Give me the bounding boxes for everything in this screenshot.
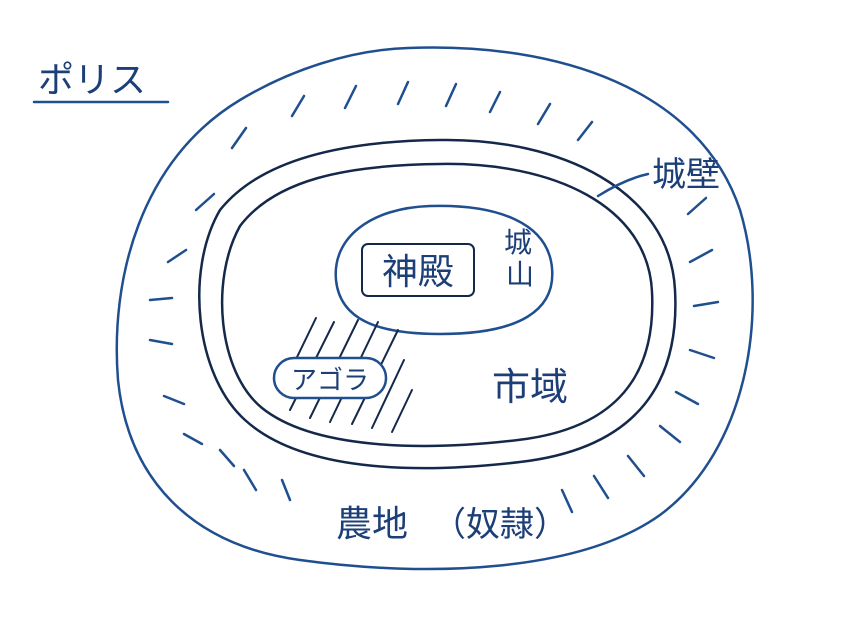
farmland-label: 農地 [336,504,408,545]
acropolis-label-top: 城 [504,226,532,259]
agora-label: アゴラ [291,366,369,396]
farm-hatch-10 [166,248,188,264]
farm-hatch-02 [343,84,358,110]
farm-hatch-01 [290,94,306,118]
farm-hatch-15 [218,448,236,468]
farm-hatch-09 [194,192,216,212]
farm-hatch-12 [148,338,174,346]
farm-hatch-03 [396,80,410,106]
farm-hatch-20 [692,300,720,308]
slaves-label: （奴隷） [432,505,568,545]
agora-hatch-6 [371,359,405,429]
temple-label: 神殿 [382,252,454,293]
farm-hatch-16 [242,468,258,492]
farm-hatch-18 [686,196,708,216]
diagram-title: ポリス [38,60,146,101]
farm-hatch-26 [560,488,574,514]
farm-hatch-11 [148,296,174,302]
acropolis-outline [334,204,554,336]
farm-hatch-08 [230,126,248,150]
farm-hatch-19 [688,248,714,264]
city-label: 市域 [492,365,568,409]
temple-box [361,243,475,297]
acropolis-label-bottom: 山 [506,258,534,291]
city-wall-inner-ring [220,162,654,448]
farm-hatch-06 [536,102,552,126]
city-wall-outer-ring [198,138,677,470]
farm-hatch-05 [488,90,502,114]
wall-label: 城壁 [652,155,720,195]
farm-hatch-17 [280,478,292,502]
farm-hatch-21 [688,348,716,360]
farm-hatch-04 [444,82,458,108]
farm-hatch-07 [576,120,594,142]
farm-hatch-22 [674,390,700,406]
farm-hatch-13 [162,394,186,406]
agora-box [272,356,388,400]
farm-hatch-24 [626,454,646,478]
farmland-hatching [148,80,720,514]
wall-leader-line [596,172,650,198]
farm-hatch-25 [592,474,610,500]
farm-hatch-14 [182,432,204,446]
farm-hatch-23 [658,424,682,444]
agora-hatch-7 [391,389,413,433]
polis-outer-boundary [115,46,754,571]
